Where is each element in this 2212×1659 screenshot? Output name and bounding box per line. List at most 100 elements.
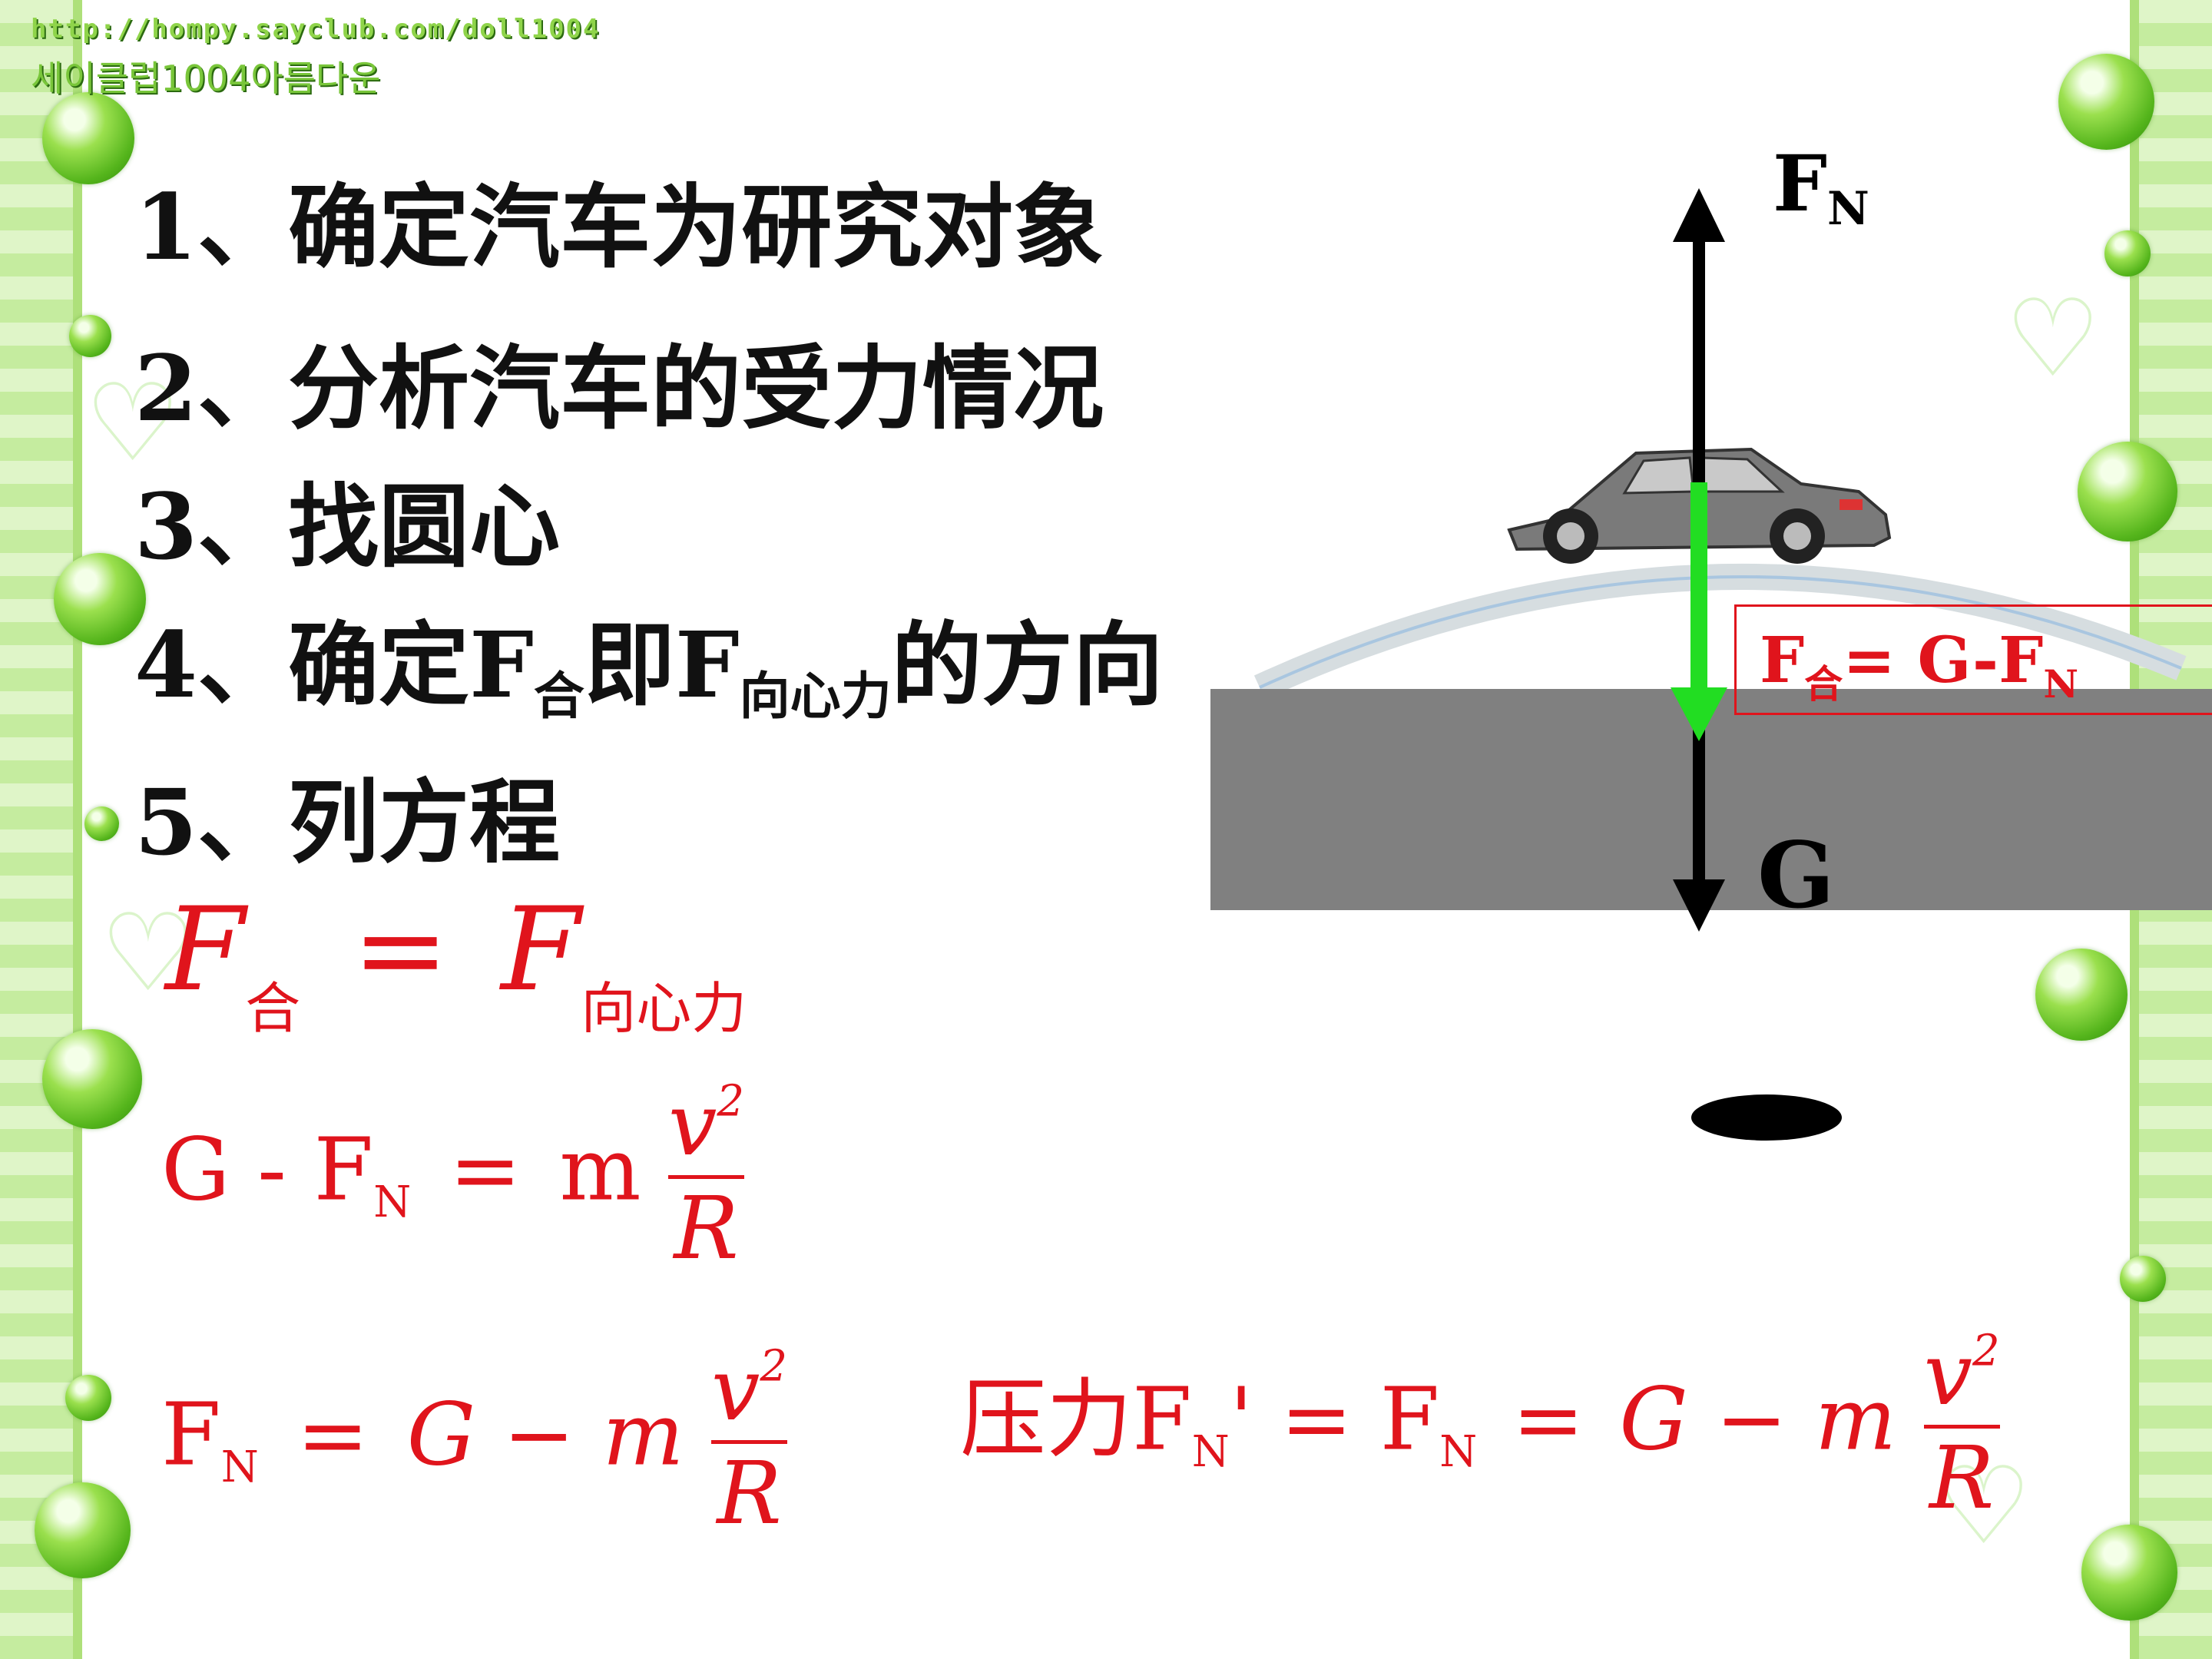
normal-force-arrowhead [1673, 188, 1725, 242]
heart-decoration: ♡ [2005, 276, 2101, 402]
road-block [1210, 689, 2212, 910]
step-text: 确定汽车为研究对象 [288, 174, 1104, 280]
gravity-arrowhead [1673, 879, 1725, 932]
green-bubble [42, 1029, 142, 1129]
f2-f: F [313, 1120, 374, 1220]
green-bubble [69, 315, 111, 357]
f3-denominator: R [717, 1444, 782, 1544]
net-lhs-sub: 合 [1804, 661, 1843, 707]
fraction-bar [711, 1440, 788, 1444]
heart-decoration: ♡ [84, 361, 181, 486]
step-sub-a: 合 [533, 666, 584, 726]
watermark-url: http://hompy.sayclub.com/doll1004 [31, 14, 601, 45]
f4-prefix: 压力F [960, 1369, 1192, 1470]
f3-minus: − [502, 1385, 575, 1485]
f3-numerator: v [711, 1340, 760, 1440]
step-2: 2、分析汽车的受力情况 [134, 315, 1104, 446]
green-bubble [35, 1482, 131, 1578]
f4-g: G [1619, 1369, 1688, 1470]
f2-g: G [161, 1120, 230, 1220]
f4-eq2: = [1512, 1369, 1584, 1470]
green-bubble [65, 1375, 111, 1421]
f4-denominator: R [1929, 1429, 1995, 1528]
f4-prefix-sub: N [1191, 1426, 1230, 1477]
f4-eq1: = [1280, 1369, 1353, 1470]
step-number: 2、 [134, 335, 289, 442]
f1-rhs: F [501, 883, 581, 1017]
step-number: 3、 [134, 473, 289, 580]
f2-eq: = [449, 1120, 522, 1220]
f2-minus: - [257, 1120, 286, 1220]
f4-f-sub: N [1439, 1426, 1478, 1477]
f4-prime: ' [1229, 1369, 1253, 1470]
formula-fn: FN = G − m v2 R [161, 1340, 788, 1544]
left-border-stripe [73, 0, 82, 1659]
step-text: 列方程 [288, 769, 561, 876]
step-number: 5、 [134, 769, 289, 876]
step-text-c: 的方向 [891, 611, 1164, 718]
green-bubble [2104, 230, 2151, 276]
f4-m: m [1814, 1369, 1897, 1470]
force-symbol: F [1773, 138, 1827, 229]
net-eq: = [1843, 624, 1896, 697]
step-text-b: 即F [584, 611, 740, 718]
left-border [0, 0, 73, 1659]
green-bubble [2078, 442, 2177, 541]
green-bubble [2120, 1256, 2166, 1302]
f4-fraction: v2 R [1923, 1325, 2000, 1528]
f3-fraction: v2 R [711, 1340, 788, 1544]
f1-lhs-sub: 合 [245, 976, 301, 1041]
f2-denominator: R [674, 1179, 739, 1279]
step-5: 5、列方程 [134, 749, 560, 880]
f3-exponent: 2 [760, 1341, 788, 1392]
net-lhs: F [1760, 624, 1805, 697]
step-text: 找圆心 [288, 473, 561, 580]
net-rhs: G-F [1917, 624, 2044, 697]
green-bubble [2035, 949, 2128, 1041]
f3-g: G [406, 1385, 476, 1485]
f4-exponent: 2 [1972, 1326, 2000, 1376]
step-1: 1、确定汽车为研究对象 [134, 154, 1104, 285]
net-rhs-sub: N [2043, 661, 2079, 707]
f3-eq: = [296, 1385, 369, 1485]
f1-rhs-sub: 向心力 [581, 976, 747, 1041]
f1-eq: = [352, 883, 449, 1017]
net-force-arrowhead [1671, 687, 1727, 741]
black-oval [1691, 1094, 1842, 1141]
heart-decoration: ♡ [100, 891, 197, 1016]
f3-f: F [161, 1385, 221, 1485]
step-3: 3、找圆心 [134, 453, 560, 584]
green-bubble [54, 553, 146, 645]
step-4: 4、确定F合即F向心力的方向 [134, 591, 1164, 729]
watermark-korean: 세이클럽1004아름다운 [31, 58, 381, 99]
f4-numerator: v [1923, 1325, 1972, 1425]
f2-numerator: v [668, 1075, 717, 1175]
f3-f-sub: N [220, 1442, 259, 1492]
step-text: 分析汽车的受力情况 [288, 335, 1104, 442]
formula-net-equals-centripetal: F合 = F向心力 [165, 883, 747, 1044]
arch-bridge-edge [1259, 575, 2182, 689]
formula-pressure: 压力FN' = FN = G − m v2 R [960, 1325, 2000, 1528]
force-subscript: N [1827, 182, 1869, 236]
green-bubble [2058, 54, 2154, 150]
f2-fraction: v2 R [668, 1075, 745, 1279]
green-bubble [42, 92, 134, 184]
f1-lhs: F [165, 883, 246, 1017]
gravity-label: G [1757, 822, 1835, 929]
f4-f: F [1379, 1369, 1440, 1470]
f2-f-sub: N [373, 1177, 412, 1227]
f2-m: m [559, 1120, 641, 1220]
formula-g-minus-fn: G - FN = m v2 R [161, 1075, 745, 1279]
f3-m: m [602, 1385, 684, 1485]
step-sub-b: 向心力 [739, 666, 892, 726]
net-force-box: F合= G-FN [1734, 604, 2212, 715]
green-bubble [2081, 1525, 2177, 1621]
f2-exponent: 2 [717, 1076, 745, 1127]
step-number: 1、 [134, 174, 289, 280]
step-number: 4、 [134, 611, 289, 718]
green-bubble [84, 806, 119, 841]
f4-minus: − [1715, 1369, 1788, 1470]
step-text-a: 确定F [288, 611, 534, 718]
